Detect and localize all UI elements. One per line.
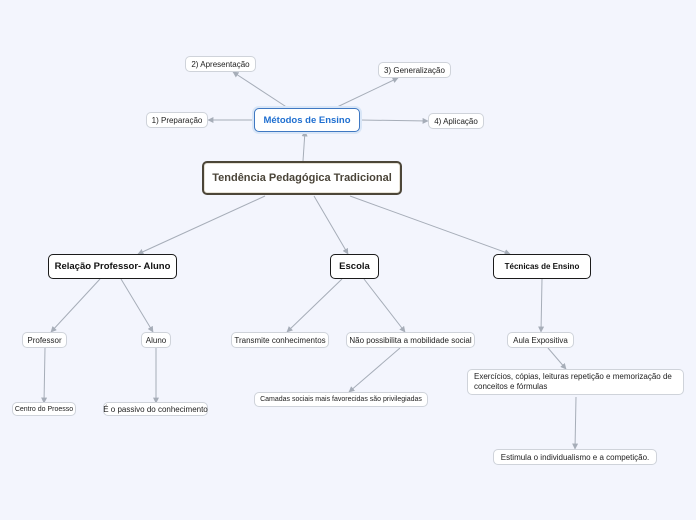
edge-methods-generalizacao: [334, 77, 399, 109]
edge-central-tecnicas: [349, 195, 511, 255]
edge-central-escola: [313, 195, 349, 255]
edge-relacao-professor: [50, 278, 101, 333]
relacao-professor-aluno-node[interactable]: Relação Professor- Aluno: [48, 254, 177, 279]
edge-professor-centro: [41, 347, 48, 404]
edge-escola-transmite: [286, 278, 343, 333]
edge-tecnicas-aula: [538, 278, 545, 333]
step-aplicacao[interactable]: 4) Aplicação: [428, 113, 484, 129]
edge-exercicios-estimula: [572, 396, 579, 450]
step-generalizacao[interactable]: 3) Generalização: [378, 62, 451, 78]
edge-nao-camadas: [348, 347, 401, 393]
edge-central-relacao: [137, 195, 266, 255]
edge-methods-aplicacao: [359, 117, 429, 124]
step-preparacao[interactable]: 1) Preparação: [146, 112, 208, 128]
passivo-conhecimento-node[interactable]: É o passivo do conhecimento: [103, 402, 208, 416]
centro-processo-node[interactable]: Centro do Proesso: [12, 402, 76, 416]
edge-relacao-aluno: [120, 278, 154, 333]
transmite-conhecimentos-node[interactable]: Transmite conhecimentos: [231, 332, 329, 348]
edge-aula-exercicios: [547, 347, 567, 370]
aula-expositiva-node[interactable]: Aula Expositiva: [507, 332, 574, 348]
central-topic[interactable]: Tendência Pedagógica Tradicional: [202, 161, 402, 195]
aluno-node[interactable]: Aluno: [141, 332, 171, 348]
estimula-individualismo-node[interactable]: Estimula o individualismo e a competição…: [493, 449, 657, 465]
edge-escola-nao: [363, 278, 406, 333]
camadas-sociais-node[interactable]: Camadas sociais mais favorecidas são pri…: [254, 392, 428, 407]
edge-central-methods: [301, 130, 308, 162]
escola-node[interactable]: Escola: [330, 254, 379, 279]
edge-methods-apresentacao: [232, 71, 289, 109]
exercicios-node[interactable]: Exercícios, cópias, leituras repetição e…: [467, 369, 684, 395]
tecnicas-ensino-node[interactable]: Técnicas de Ensino: [493, 254, 591, 279]
methods-node[interactable]: Métodos de Ensino: [254, 108, 360, 132]
professor-node[interactable]: Professor: [22, 332, 67, 348]
step-apresentacao[interactable]: 2) Apresentação: [185, 56, 256, 72]
nao-mobilidade-node[interactable]: Não possibilita a mobilidade social: [346, 332, 475, 348]
